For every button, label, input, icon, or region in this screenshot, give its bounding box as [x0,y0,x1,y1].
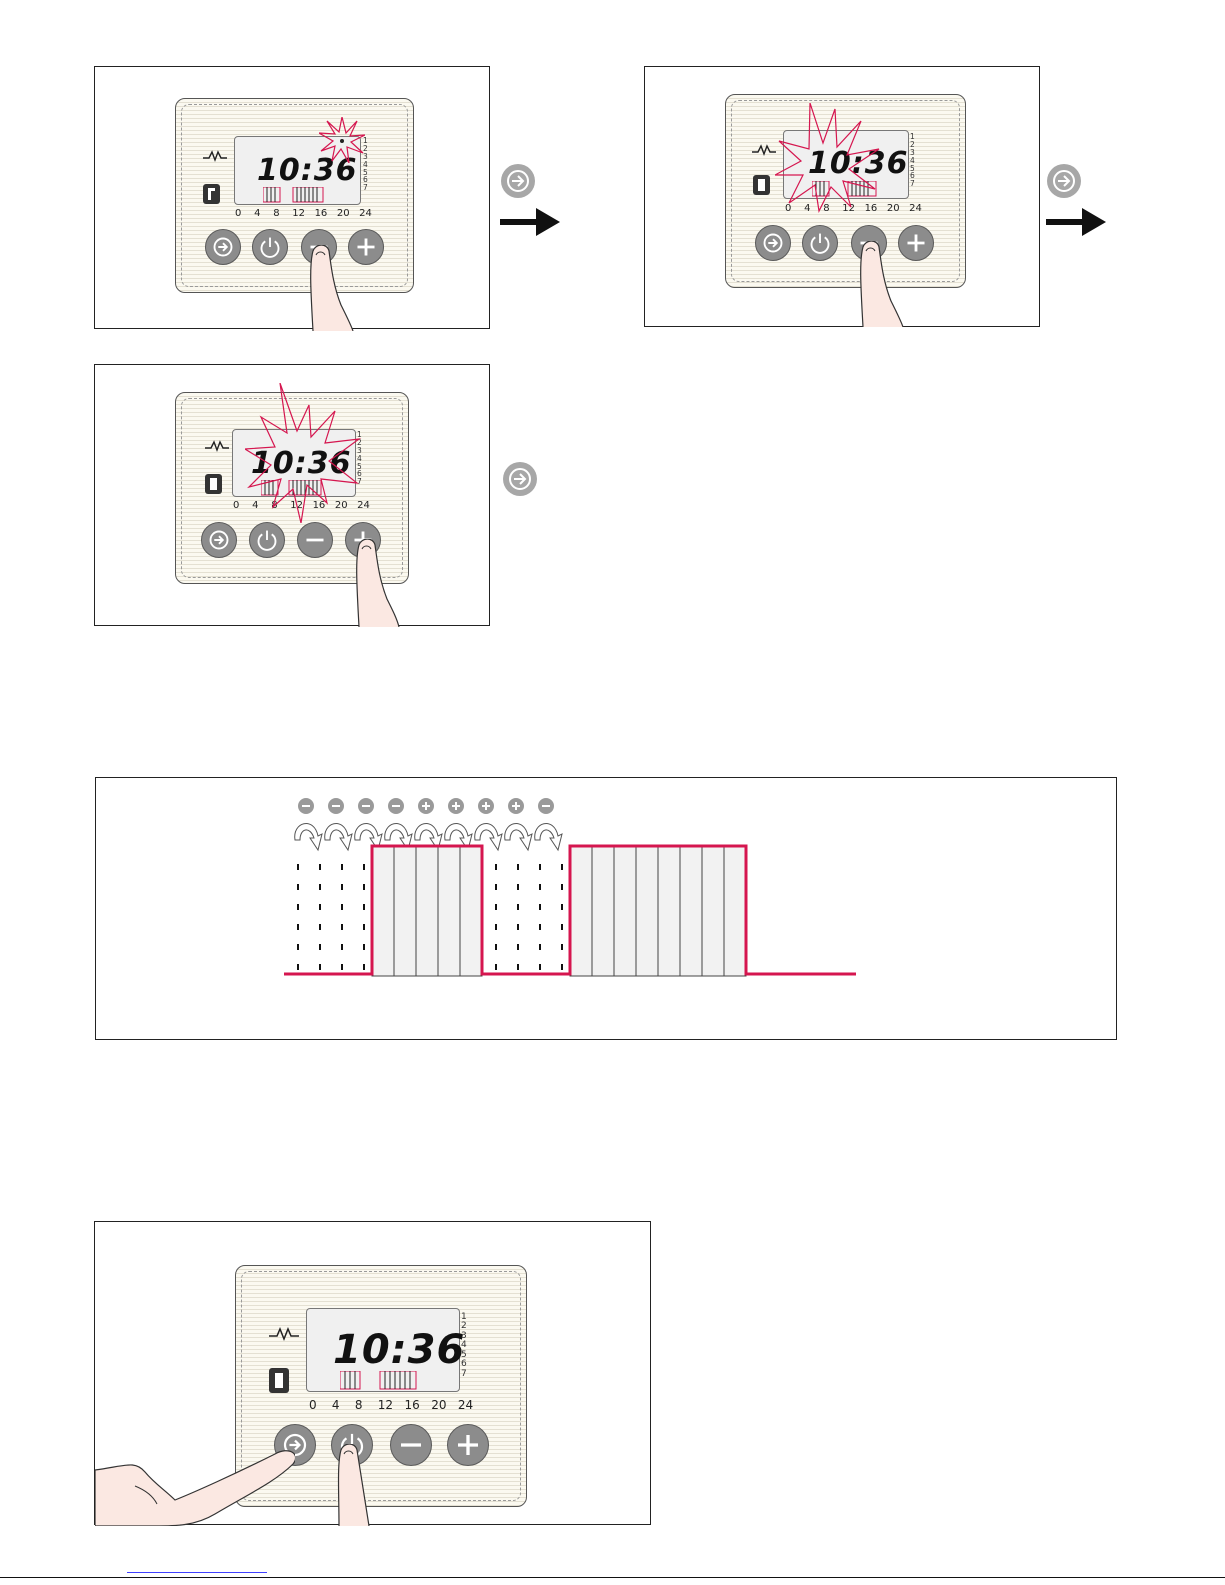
program-slot-on [680,846,702,976]
flash-star [245,383,363,528]
rotate-arrow-icon [505,824,532,850]
frost-icon [753,175,770,195]
frost-icon [269,1368,289,1393]
time-readout: 10:36 [333,1327,465,1373]
heater-icon [203,149,227,167]
footer-link-underline[interactable] [127,1572,267,1573]
program-slot-on [372,846,394,976]
lcd-display: 10:36 [306,1308,460,1392]
rotate-arrow-icon [295,824,322,850]
minus-button[interactable] [390,1424,432,1466]
program-bars [340,1371,450,1396]
finger-icon [353,539,403,632]
program-slot-on [724,846,746,976]
rotate-arrow-icon [325,824,352,850]
heater-icon [269,1327,299,1346]
finger-icon [335,1444,375,1531]
right-arrow-icon [500,206,560,243]
program-bars [263,187,353,208]
program-timeline-frame [95,777,1117,1040]
program-slot-on [570,846,592,976]
frost-icon [203,184,220,204]
footer-rule [0,1577,1225,1578]
program-slot-on [394,846,416,976]
hours-scale: 0 4 8 12 16 20 24 [309,1398,473,1412]
program-slot-on [702,846,724,976]
program-slot-on [614,846,636,976]
power-button[interactable] [802,225,838,261]
heater-icon [205,439,229,457]
program-slot-on [658,846,680,976]
program-profile-line [284,846,856,974]
flash-star [319,117,365,168]
rotate-arrow-icon [535,824,562,850]
power-button[interactable] [249,522,285,558]
program-slot-on [416,846,438,976]
mode-button[interactable] [755,225,791,261]
plus-button[interactable] [447,1424,489,1466]
finger-icon [857,241,907,332]
mode-button[interactable] [201,522,237,558]
power-button[interactable] [252,229,288,265]
minus-button[interactable] [297,522,333,558]
hand-icon [95,1430,295,1531]
heater-icon [752,143,776,161]
flash-star [775,103,885,218]
program-slot-on [636,846,658,976]
program-timeline [96,778,1116,1039]
next-step-icon [503,462,537,496]
next-step-icon [501,164,535,198]
program-slot-on [438,846,460,976]
program-slot-on [460,846,482,976]
program-slot-on [592,846,614,976]
hours-scale: 0 4 8 12 16 20 24 [235,208,372,219]
finger-icon [307,245,357,336]
mode-button[interactable] [205,229,241,265]
right-arrow-icon [1046,206,1106,243]
next-step-icon [1047,164,1081,198]
frost-icon [205,474,222,494]
